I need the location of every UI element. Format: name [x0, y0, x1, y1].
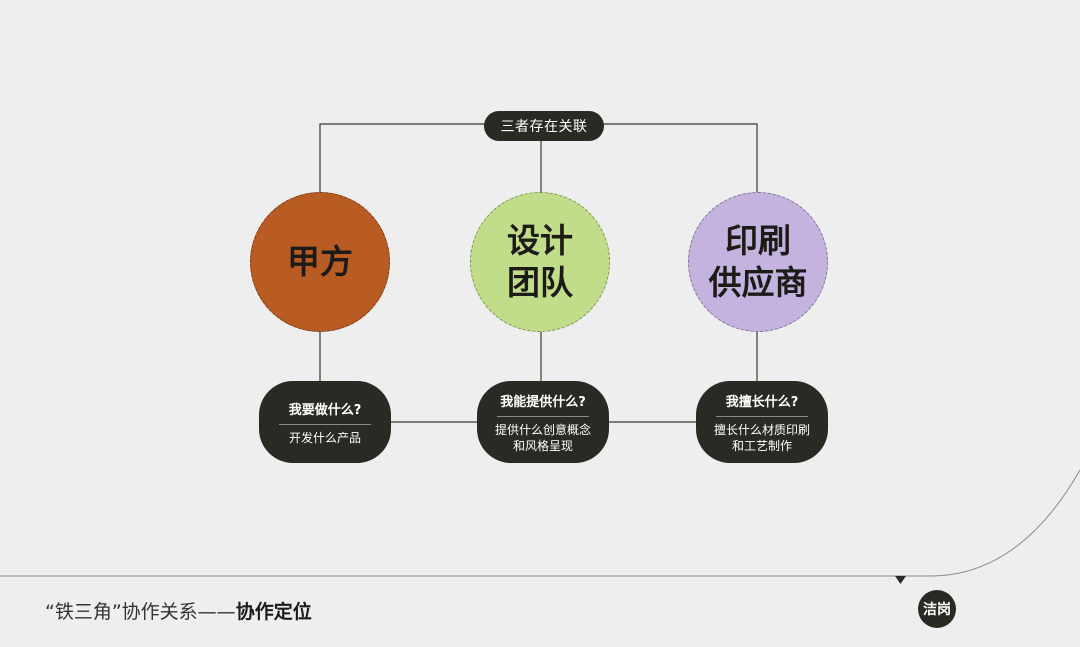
relation-label: 三者存在关联 — [484, 111, 604, 141]
relation-label-text: 三者存在关联 — [500, 119, 588, 135]
node-design-circle: 设计 团队 — [470, 192, 610, 332]
node-client-question-box: 我要做什么? 开发什么产品 — [259, 381, 391, 463]
node-design-question-box: 我能提供什么? 提供什么创意概念 和风格呈现 — [477, 381, 609, 463]
node-print-question: 我擅长什么? — [716, 391, 808, 417]
node-print-title-line-1: 印刷 — [725, 221, 791, 260]
node-client-title: 甲方 — [287, 242, 353, 281]
node-client-question: 我要做什么? — [279, 399, 371, 425]
node-client-circle: 甲方 — [250, 192, 390, 332]
footer-title-prefix: “铁三角”协作关系—— — [45, 601, 236, 623]
node-design-answer: 提供什么创意概念 和风格呈现 — [495, 422, 591, 454]
node-design-title-line-1: 设计 — [507, 221, 573, 260]
brand-logo-text: 洁岗 — [923, 602, 951, 618]
node-design-answer-line-1: 提供什么创意概念 — [494, 422, 591, 437]
node-client-answer: 开发什么产品 — [289, 430, 361, 446]
node-client-answer-line-1: 开发什么产品 — [288, 430, 361, 445]
node-design-question: 我能提供什么? — [497, 391, 589, 417]
node-design-title-line-2: 团队 — [507, 263, 573, 302]
brand-logo: 洁岗 — [918, 590, 956, 628]
node-design-answer-line-2: 和风格呈现 — [512, 438, 573, 453]
node-print-answer-line-1: 擅长什么材质印刷 — [713, 422, 810, 437]
footer-title: “铁三角”协作关系——协作定位 — [45, 597, 312, 624]
node-print-answer: 擅长什么材质印刷 和工艺制作 — [714, 422, 810, 454]
node-print-title-line-2: 供应商 — [708, 263, 808, 302]
node-print-question-box: 我擅长什么? 擅长什么材质印刷 和工艺制作 — [696, 381, 828, 463]
node-print-answer-line-2: 和工艺制作 — [731, 438, 792, 453]
node-print-circle: 印刷 供应商 — [688, 192, 828, 332]
footer-title-bold: 协作定位 — [235, 601, 312, 623]
